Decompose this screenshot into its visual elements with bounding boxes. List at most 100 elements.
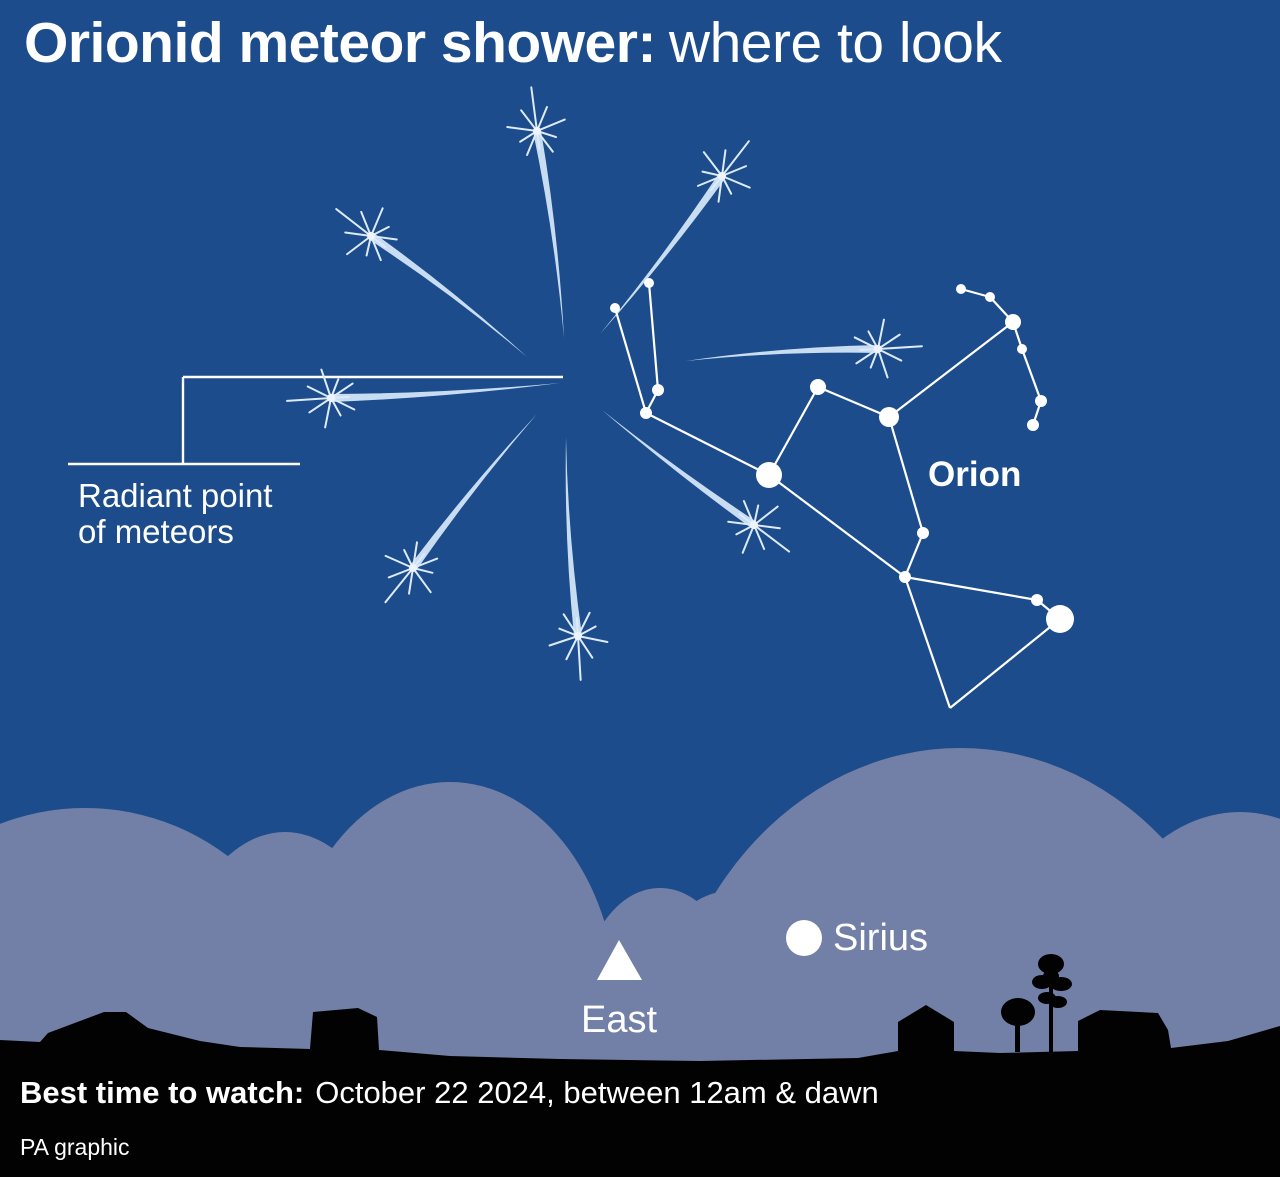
meteor-spike [346, 235, 372, 256]
meteor-head [574, 632, 582, 640]
sirius-label: Sirius [833, 917, 928, 959]
constellation-star [1017, 344, 1027, 354]
meteor-spike [577, 635, 594, 659]
meteor-spike [370, 235, 382, 262]
meteor-head [874, 345, 882, 353]
meteor-spike [306, 385, 332, 399]
constellation-star [610, 303, 620, 313]
meteor-spike [702, 151, 723, 177]
footer-text-regular: October 22 2024, between 12am & dawn [315, 1075, 879, 1110]
meteor-spike [412, 567, 432, 594]
meteor-up [506, 86, 566, 338]
radiant-leader-lines [68, 375, 563, 466]
constellation-line [888, 321, 1014, 418]
meteor-spike [877, 345, 923, 350]
meteor-spike [320, 368, 332, 399]
constellation-star [640, 407, 652, 419]
meteor-streak [330, 383, 560, 402]
constellation-line [904, 575, 1038, 602]
meteor-spike [877, 318, 885, 350]
east-direction-triangle [597, 940, 642, 980]
tree-canopy [1038, 954, 1064, 974]
meteor-head [533, 127, 541, 135]
meteor-spike [536, 130, 554, 153]
meteor-spike [877, 348, 903, 362]
meteor-spike [753, 505, 779, 526]
meteor-left [286, 368, 560, 429]
meteor-up-left [335, 207, 527, 357]
constellation-line [647, 282, 660, 391]
meteor-spike [370, 207, 384, 237]
meteor-spike [408, 567, 414, 595]
meteor-streaks [286, 86, 923, 681]
meteor-head [750, 521, 758, 529]
tree-canopy [1043, 970, 1059, 982]
meteor-spike [360, 210, 372, 237]
footer-text-bold: Best time to watch: [20, 1075, 304, 1110]
meteor-spike [536, 105, 548, 132]
landscape-silhouette [0, 954, 1280, 1177]
meteor-streak [600, 173, 726, 334]
orion-constellation [610, 278, 1074, 709]
constellation-star [1005, 314, 1021, 330]
meteor-head [409, 564, 417, 572]
meteor-spike [387, 567, 414, 579]
meteor-spike [721, 175, 751, 189]
meteor-up-right [600, 140, 751, 334]
page-title: Orionid meteor shower:where to look [24, 11, 1002, 75]
meteor-streak [602, 410, 757, 529]
meteor-spike [877, 333, 901, 350]
meteor-spike [721, 149, 727, 177]
constellation-star [756, 462, 782, 488]
meteor-spike [412, 557, 439, 569]
constellation-star [985, 292, 995, 302]
constellation-line [613, 307, 648, 414]
meteor-head [367, 232, 375, 240]
constellation-star [899, 571, 911, 583]
meteor-streak [686, 345, 879, 361]
meteor-spike [520, 109, 538, 132]
meteor-spike [526, 130, 538, 157]
radiant-label-line2: of meteors [78, 513, 234, 550]
meteor-spike [330, 397, 356, 411]
meteor-right [686, 318, 923, 379]
credit-label: PA graphic [20, 1134, 130, 1160]
meteor-down-left [384, 414, 537, 604]
sirius-star-dot [786, 920, 822, 956]
meteor-spike [536, 118, 566, 132]
meteor-spike [344, 231, 372, 237]
meteor-spike [565, 635, 579, 661]
constellation-line [1020, 348, 1043, 402]
meteor-spike [742, 500, 755, 526]
meteor-spike [506, 126, 538, 132]
tree-canopy [1001, 998, 1035, 1026]
constellation-star [1031, 594, 1043, 606]
meteor-head [718, 172, 726, 180]
horizon-markers [597, 920, 822, 980]
meteor-spike [877, 348, 889, 379]
tree-canopy [1049, 996, 1067, 1008]
constellation-line [887, 416, 925, 534]
meteor-spike [753, 524, 781, 530]
east-label: East [581, 999, 657, 1041]
constellation-star [644, 278, 654, 288]
constellation-star [1027, 419, 1039, 431]
orion-label: Orion [928, 455, 1021, 494]
constellation-star [1035, 395, 1047, 407]
page-title-bold: Orionid meteor shower: [24, 11, 656, 75]
radiant-label-line1: Radiant point [78, 477, 272, 514]
meteor-spike [717, 175, 723, 203]
meteor-spike [721, 140, 750, 177]
meteor-spike [753, 524, 791, 553]
meteor-spike [286, 397, 332, 402]
constellation-star [917, 527, 929, 539]
constellation-line [645, 412, 770, 476]
meteor-spike [721, 165, 748, 177]
meteor-spike [370, 235, 398, 241]
constellation-line [768, 474, 906, 578]
constellation-star [810, 379, 826, 395]
constellation-star [956, 284, 966, 294]
ground-silhouette [0, 1005, 1280, 1177]
